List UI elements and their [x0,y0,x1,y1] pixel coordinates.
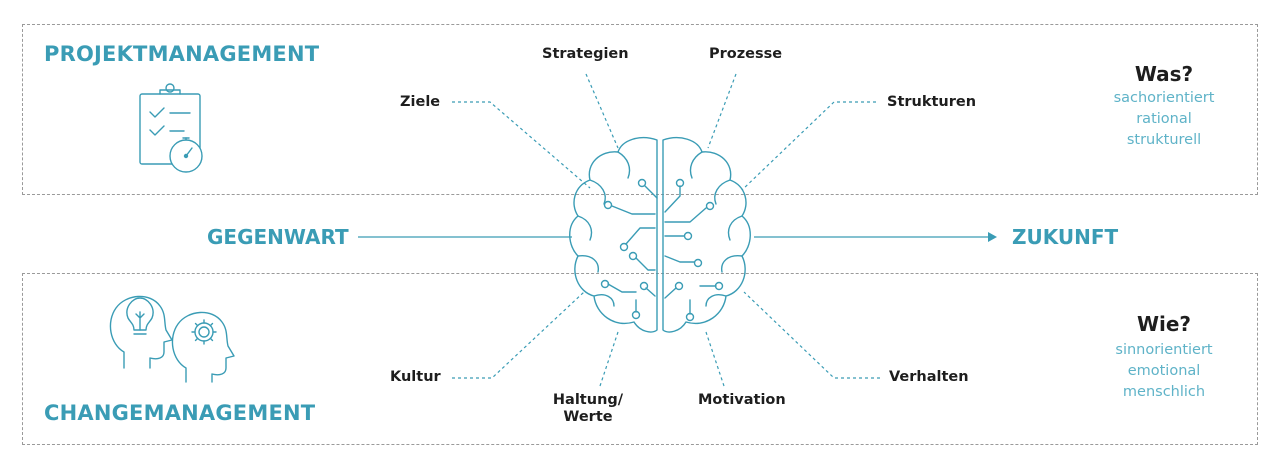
timeline-to-label: ZUKUNFT [1012,225,1119,249]
label-strukturen: Strukturen [887,94,977,110]
connector-ziele [452,101,591,189]
connector-haltung [599,331,619,387]
label-verhalten: Verhalten [889,369,969,385]
label-prozesse: Prozesse [709,46,783,62]
heads-lightbulb-gear-icon [109,295,235,383]
attribute-item: emotional [1127,363,1201,379]
label-strategien: Strategien [542,46,629,62]
timeline-from-label: GEGENWART [207,225,349,249]
clipboard-stopwatch-icon [139,83,203,173]
attribute-item: strukturell [1126,132,1202,148]
connector-lines [452,73,880,387]
connector-strukturen [741,101,876,191]
timeline-arrow [358,232,997,242]
attributes-was: sachorientiert rational strukturell [1084,88,1244,151]
change-management-title: CHANGEMANAGEMENT [44,401,316,425]
attributes-wie: sinnorientiert emotional menschlich [1084,340,1244,403]
attribute-item: rational [1136,111,1192,127]
connector-motivation [705,331,725,387]
attribute-item: sachorientiert [1113,90,1215,106]
label-motivation: Motivation [698,392,786,408]
attribute-item: sinnorientiert [1115,342,1213,358]
change-management-box [22,273,1258,445]
connector-strategien [585,73,619,149]
brain-circuit-icon [569,136,751,333]
attribute-item: menschlich [1122,384,1206,400]
label-kultur: Kultur [390,369,441,385]
question-was: Was? [1134,62,1194,86]
label-haltung-werte: Haltung/ Werte [552,392,624,425]
question-wie: Wie? [1136,312,1192,336]
project-management-box [22,24,1258,195]
connector-verhalten [743,291,880,379]
connector-prozesse [707,73,737,149]
label-ziele: Ziele [400,94,441,110]
connector-kultur [452,291,585,379]
project-management-title: PROJEKTMANAGEMENT [44,42,320,66]
